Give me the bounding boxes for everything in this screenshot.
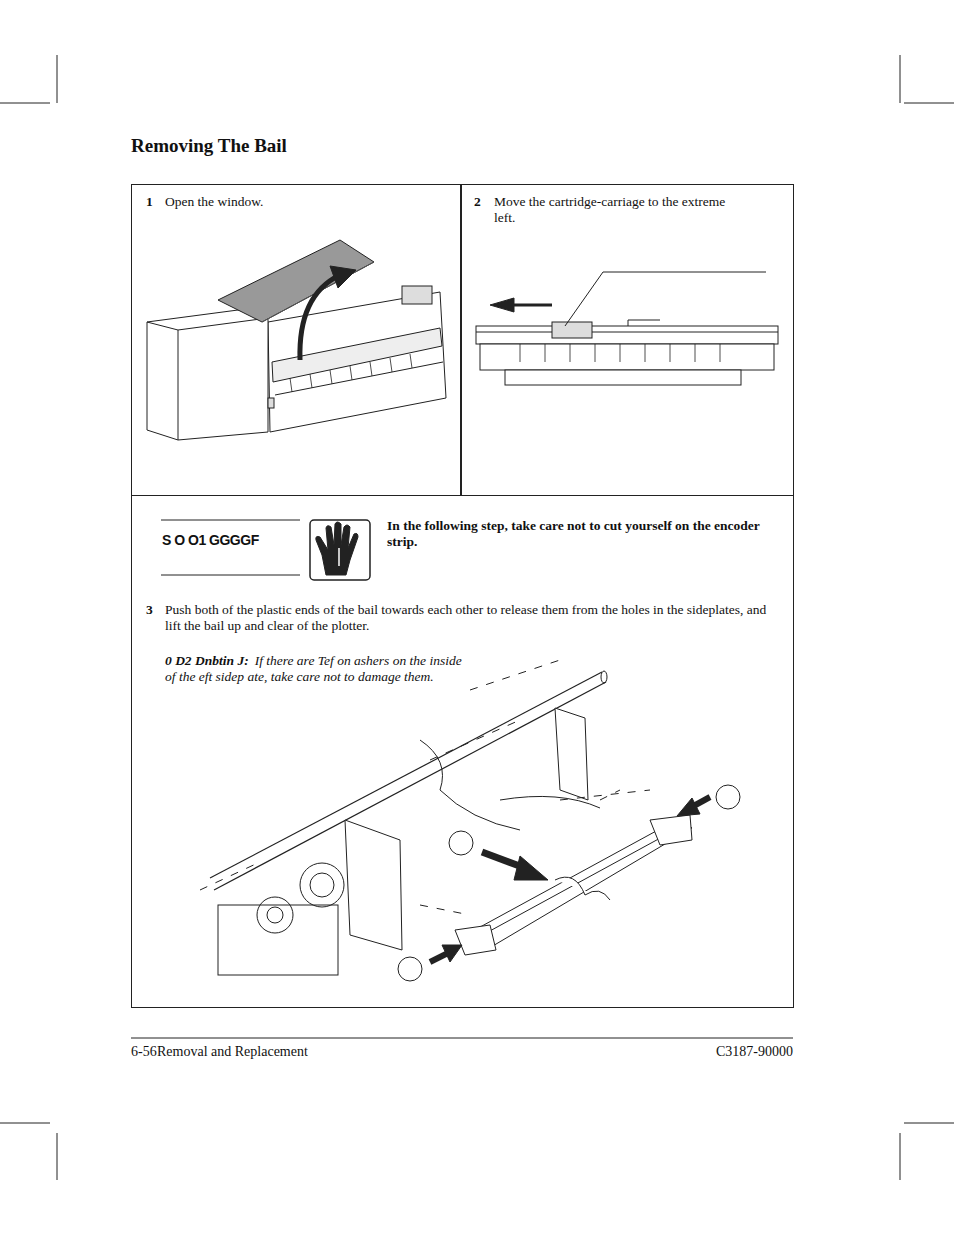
plotter-open-window	[147, 240, 446, 440]
step-text: Open the window.	[165, 194, 445, 210]
step-number: 1	[146, 194, 162, 210]
page-title: Removing The Bail	[131, 135, 287, 157]
table-cell: 1Open the window.	[131, 184, 462, 496]
caution-text: In the following step, take care not to …	[387, 518, 772, 550]
plotter-front-view	[476, 272, 778, 385]
note-block: 0 D2 Dnbtin J:If there are Tef on ashers…	[165, 653, 465, 685]
note-label: 0 D2 Dnbtin J:	[165, 653, 249, 668]
step-text: Push both of the plastic ends of the bai…	[165, 602, 770, 634]
table-cell: 2Move the cartridge-carriage to the extr…	[460, 184, 794, 496]
step-text: Move the cartridge-carriage to the extre…	[494, 194, 744, 226]
footer-label: Removal and Replacement	[157, 1044, 417, 1060]
bail-removal-view	[200, 660, 740, 981]
footer-label: C3187-90000	[653, 1044, 793, 1060]
crop-marks	[0, 55, 954, 1180]
footer-rule	[131, 1038, 793, 1039]
caution-label: S O O1 GGGGF	[162, 532, 302, 548]
step-number: 3	[146, 602, 162, 618]
caution-symbol	[161, 520, 370, 580]
step-number: 2	[474, 194, 490, 210]
table-cell: S O O1 GGGGF In the following step, take …	[131, 495, 794, 1008]
